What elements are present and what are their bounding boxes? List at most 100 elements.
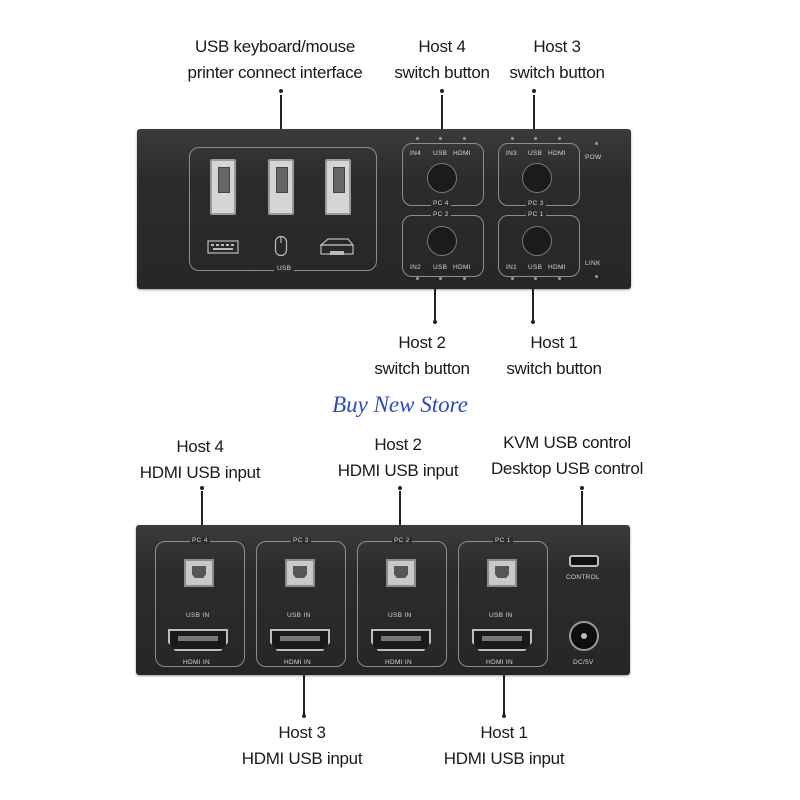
power-label: POW xyxy=(585,154,602,161)
pc1-hdmi-label: HDMI xyxy=(548,264,566,271)
mouse-icon xyxy=(274,235,288,257)
host4-input-callout: Host 4 HDMI USB input xyxy=(130,434,270,486)
callout-line-1: USB keyboard/mouse xyxy=(195,37,355,56)
leader-dot xyxy=(440,89,444,93)
pc4-name-label: PC 4 xyxy=(431,200,451,207)
pc4-hdmi-port[interactable] xyxy=(168,629,228,651)
pc4-usb-in-label: USB IN xyxy=(186,612,210,619)
callout-line-1: Host 4 xyxy=(418,37,466,56)
pc1-name-label: PC 1 xyxy=(526,211,546,218)
pc2-hdmi-label: HDMI xyxy=(453,264,471,271)
leader-dot xyxy=(279,89,283,93)
pc3-hdmi-label: HDMI xyxy=(548,150,566,157)
callout-line-1: Host 3 xyxy=(533,37,581,56)
usb-interface-callout: USB keyboard/mouse printer connect inter… xyxy=(175,34,375,86)
pc2-usb-label: USB xyxy=(433,264,448,271)
callout-line-1: Host 2 xyxy=(398,333,446,352)
leader-line xyxy=(434,289,436,321)
pc1-port-label: PC 1 xyxy=(493,537,513,544)
leader-line xyxy=(280,95,282,129)
callout-line-1: Host 1 xyxy=(480,723,528,742)
link-led xyxy=(595,275,598,278)
pc4-port-label: PC 4 xyxy=(190,537,210,544)
pc3-port-label: PC 3 xyxy=(291,537,311,544)
host4-switch-callout: Host 4 switch button xyxy=(380,34,504,86)
callout-line-1: Host 1 xyxy=(530,333,578,352)
callout-line-2: printer connect interface xyxy=(187,63,363,82)
pc4-hdmi-label: HDMI xyxy=(453,150,471,157)
pc1-hdmi-port[interactable] xyxy=(472,629,532,651)
callout-line-2: switch button xyxy=(394,63,490,82)
pc3-usb-label: USB xyxy=(528,150,543,157)
pc1-usb-led xyxy=(534,277,537,280)
host3-switch-callout: Host 3 switch button xyxy=(495,34,619,86)
host3-switch-button[interactable] xyxy=(522,163,552,193)
host1-switch-button[interactable] xyxy=(522,226,552,256)
keyboard-icon xyxy=(207,240,239,254)
leader-dot xyxy=(502,714,506,718)
usb-a-port[interactable] xyxy=(325,159,351,215)
leader-dot xyxy=(532,89,536,93)
kvm-rear-panel: PC 4 USB IN HDMI IN PC 3 USB IN HDMI IN … xyxy=(136,525,630,675)
leader-line xyxy=(533,95,535,129)
pc1-usb-label: USB xyxy=(528,264,543,271)
pc3-name-label: PC 3 xyxy=(526,200,546,207)
pc3-in-label: IN3 xyxy=(506,150,518,157)
host2-switch-callout: Host 2 switch button xyxy=(360,330,484,382)
callout-line-1: KVM USB control xyxy=(503,433,631,452)
host4-switch-button[interactable] xyxy=(427,163,457,193)
pc2-in-label: IN2 xyxy=(410,264,422,271)
store-watermark: Buy New Store xyxy=(332,392,468,417)
leader-line xyxy=(441,95,443,129)
callout-line-2: Desktop USB control xyxy=(490,459,644,478)
pc3-in-led xyxy=(511,137,514,140)
pc4-in-label: IN4 xyxy=(410,150,422,157)
leader-line xyxy=(503,675,505,715)
callout-line-1: Host 3 xyxy=(278,723,326,742)
callout-line-2: switch button xyxy=(506,359,602,378)
host2-switch-button[interactable] xyxy=(427,226,457,256)
pc2-usb-b-port[interactable] xyxy=(386,559,416,587)
callout-line-2: switch button xyxy=(374,359,470,378)
pc2-usb-led xyxy=(439,277,442,280)
host1-switch-callout: Host 1 switch button xyxy=(492,330,616,382)
pc4-hdmi-in-label: HDMI IN xyxy=(183,659,211,666)
host1-input-callout: Host 1 HDMI USB input xyxy=(434,720,574,772)
control-micro-usb-port[interactable] xyxy=(569,555,599,567)
leader-dot xyxy=(433,320,437,324)
leader-dot xyxy=(302,714,306,718)
leader-line xyxy=(201,491,203,525)
pc1-in-label: IN1 xyxy=(506,264,518,271)
pc4-usb-b-port[interactable] xyxy=(184,559,214,587)
dc-jack-pin xyxy=(581,633,587,639)
leader-line xyxy=(532,289,534,321)
control-label: CONTROL xyxy=(566,574,600,581)
callout-line-2: HDMI USB input xyxy=(443,749,565,768)
pc2-usb-in-label: USB IN xyxy=(388,612,412,619)
power-led xyxy=(595,142,598,145)
host2-input-callout: Host 2 HDMI USB input xyxy=(328,432,468,484)
leader-dot xyxy=(580,486,584,490)
callout-line-2: HDMI USB input xyxy=(139,463,261,482)
pc4-usb-led xyxy=(439,137,442,140)
callout-line-1: Host 2 xyxy=(374,435,422,454)
usb-a-port[interactable] xyxy=(210,159,236,215)
kvm-control-callout: KVM USB control Desktop USB control xyxy=(482,430,652,482)
pc2-hdmi-led xyxy=(463,277,466,280)
pc1-usb-b-port[interactable] xyxy=(487,559,517,587)
pc2-in-led xyxy=(416,277,419,280)
pc3-hdmi-in-label: HDMI IN xyxy=(284,659,312,666)
callout-line-2: HDMI USB input xyxy=(337,461,459,480)
pc3-hdmi-led xyxy=(558,137,561,140)
link-label: LINK xyxy=(585,260,601,267)
usb-a-port[interactable] xyxy=(268,159,294,215)
pc2-hdmi-port[interactable] xyxy=(371,629,431,651)
pc2-name-label: PC 2 xyxy=(431,211,451,218)
pc1-in-led xyxy=(511,277,514,280)
dc-power-jack[interactable] xyxy=(569,621,599,651)
pc3-hdmi-port[interactable] xyxy=(270,629,330,651)
pc3-usb-b-port[interactable] xyxy=(285,559,315,587)
leader-dot xyxy=(398,486,402,490)
callout-line-1: Host 4 xyxy=(176,437,224,456)
pc2-port-label: PC 2 xyxy=(392,537,412,544)
